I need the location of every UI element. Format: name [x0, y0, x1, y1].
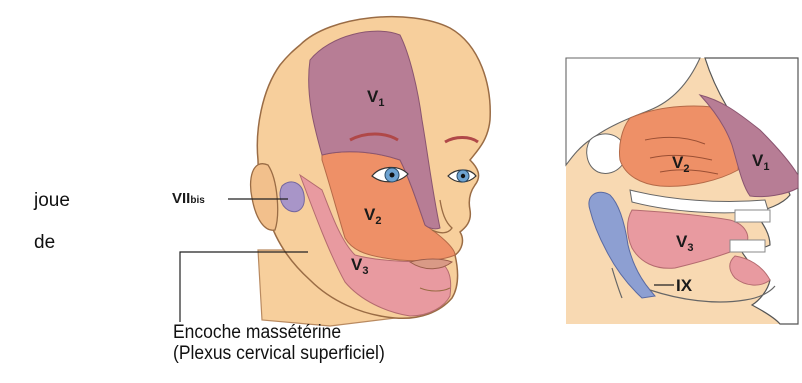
- caption-line-1: Encoche massétérine: [173, 322, 341, 343]
- caption-line-2: (Plexus cervical superficiel): [173, 343, 385, 364]
- sagittal-section: V2 V1 V3 IX: [566, 58, 798, 324]
- upper-teeth: [735, 210, 770, 222]
- head-figure: V1 V2 V3 VIIbis: [172, 17, 490, 326]
- face-label-vii-bis: VIIbis: [172, 190, 205, 207]
- section-label-ix: IX: [676, 276, 693, 295]
- lower-teeth: [730, 240, 765, 252]
